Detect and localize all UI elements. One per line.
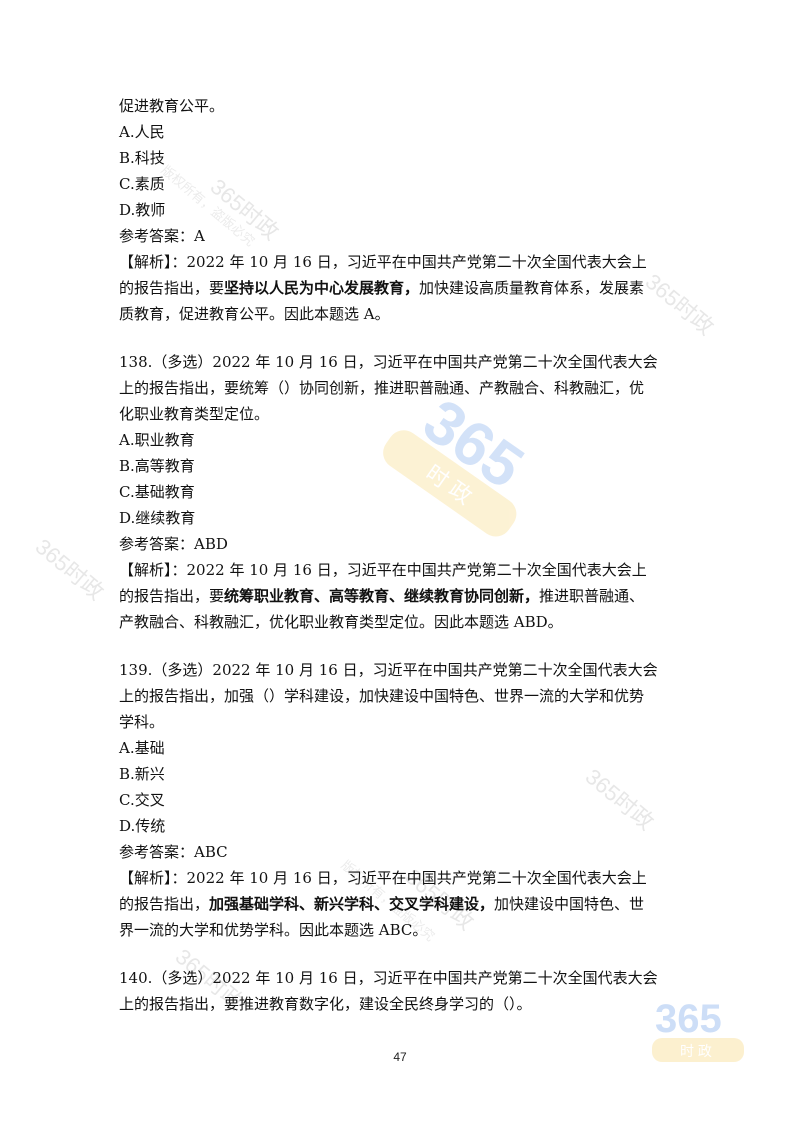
question-text-line: 促进教育公平。 — [119, 97, 225, 115]
analysis-text: 的报告指出，要 — [119, 587, 225, 605]
analysis-line: 【解析】：2022 年 10 月 16 日，习近平在中国共产党第二十次全国代表大… — [119, 253, 647, 271]
question-139-stem: 139.（多选）2022 年 10 月 16 日，习近平在中国共产党第二十次全国… — [119, 661, 658, 679]
analysis-emphasis: 加强基础学科、新兴学科、交叉学科建设， — [209, 895, 495, 913]
option-a: A.人民 — [119, 123, 165, 141]
analysis-line: 【解析】：2022 年 10 月 16 日，习近平在中国共产党第二十次全国代表大… — [119, 869, 647, 887]
analysis-line: 的报告指出，要统筹职业教育、高等教育、继续教育协同创新，推进职普融通、 — [119, 583, 689, 609]
analysis-line: 的报告指出，要坚持以人民为中心发展教育，加快建设高质量教育体系，发展素 — [119, 275, 689, 301]
option-c: C.素质 — [119, 175, 165, 193]
analysis-line: 界一流的大学和优势学科。因此本题选 ABC。 — [119, 921, 428, 939]
analysis-line: 产教融合、科教融汇，优化职业教育类型定位。因此本题选 ABD。 — [119, 613, 563, 631]
question-140-stem: 上的报告指出，要推进教育数字化，建设全民终身学习的（）。 — [119, 995, 532, 1013]
question-139-stem: 上的报告指出，加强（）学科建设，加快建设中国特色、世界一流的大学和优势 — [119, 687, 645, 705]
option-a: A.基础 — [119, 739, 165, 757]
option-d: D.继续教育 — [119, 509, 196, 527]
question-140-stem: 140.（多选）2022 年 10 月 16 日，习近平在中国共产党第二十次全国… — [119, 969, 658, 987]
page-number: 47 — [393, 1050, 407, 1064]
option-c: C.基础教育 — [119, 483, 195, 501]
analysis-text: 加快建设高质量教育体系，发展素 — [419, 279, 645, 297]
option-a: A.职业教育 — [119, 431, 195, 449]
reference-answer: 参考答案：ABC — [119, 843, 228, 861]
option-c: C.交叉 — [119, 791, 165, 809]
analysis-line: 【解析】：2022 年 10 月 16 日，习近平在中国共产党第二十次全国代表大… — [119, 561, 647, 579]
question-138-stem: 138.（多选）2022 年 10 月 16 日，习近平在中国共产党第二十次全国… — [119, 353, 658, 371]
question-138-stem: 化职业教育类型定位。 — [119, 405, 270, 423]
option-b: B.高等教育 — [119, 457, 195, 475]
analysis-emphasis: 坚持以人民为中心发展教育， — [224, 279, 420, 297]
option-d: D.教师 — [119, 201, 166, 219]
analysis-text: 的报告指出， — [119, 895, 210, 913]
analysis-line: 的报告指出，加强基础学科、新兴学科、交叉学科建设，加快建设中国特色、世 — [119, 891, 689, 917]
question-138-stem: 上的报告指出，要统筹（）协同创新，推进职普融通、产教融合、科教融汇，优 — [119, 379, 645, 397]
reference-answer: 参考答案：A — [119, 227, 205, 245]
watermark-brand-text: 365时政 — [30, 533, 109, 605]
document-body: 促进教育公平。 A.人民 B.科技 C.素质 D.教师 参考答案：A 【解析】：… — [119, 93, 689, 1017]
analysis-emphasis: 统筹职业教育、高等教育、继续教育协同创新， — [224, 587, 540, 605]
analysis-text: 加快建设中国特色、世 — [494, 895, 645, 913]
analysis-line: 质教育，促进教育公平。因此本题选 A。 — [119, 305, 390, 323]
option-b: B.新兴 — [119, 765, 165, 783]
option-b: B.科技 — [119, 149, 165, 167]
analysis-text: 推进职普融通、 — [539, 587, 645, 605]
reference-answer: 参考答案：ABD — [119, 535, 228, 553]
question-139-stem: 学科。 — [119, 713, 165, 731]
analysis-text: 的报告指出，要 — [119, 279, 225, 297]
option-d: D.传统 — [119, 817, 166, 835]
